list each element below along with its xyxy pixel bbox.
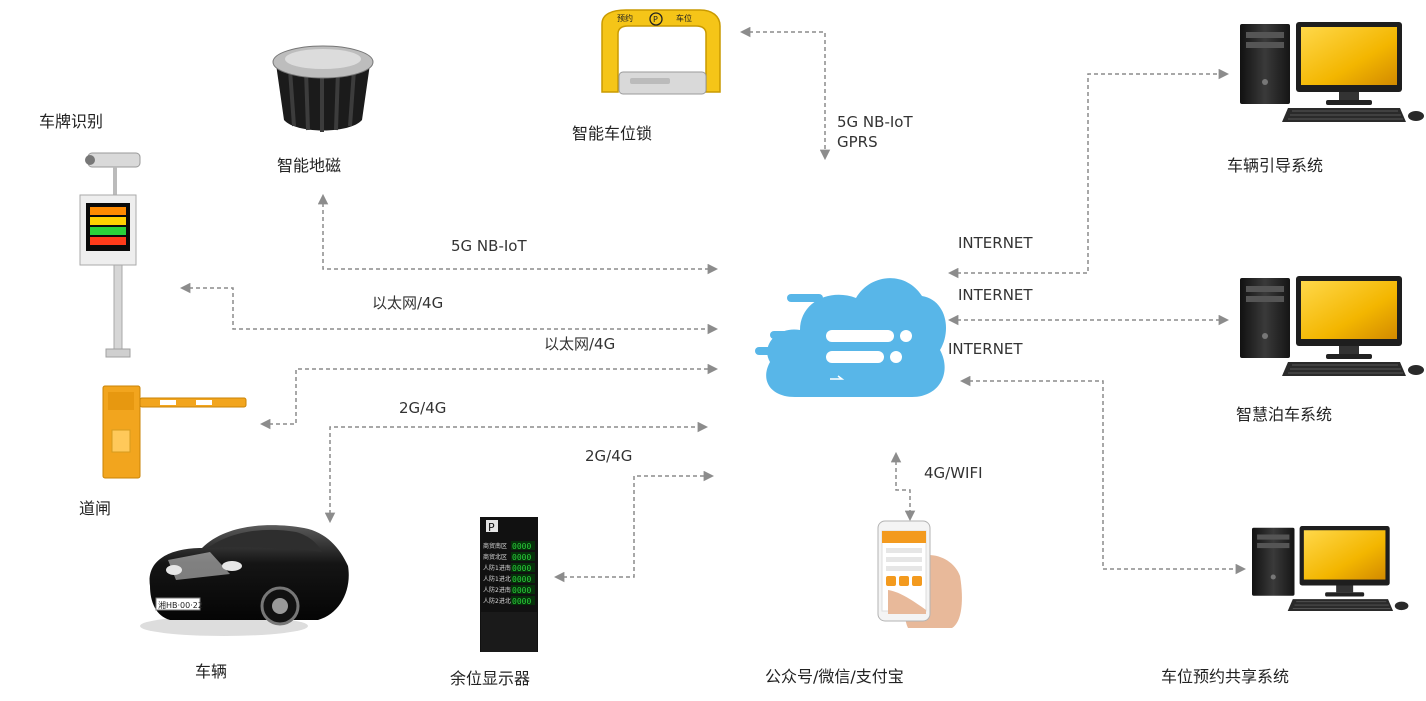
connector-guidance-system xyxy=(947,68,1230,279)
connectors xyxy=(179,26,1247,583)
display-row-name: 人防2进北 xyxy=(483,597,511,605)
svg-text:P: P xyxy=(653,15,658,24)
connector-plate-recognition xyxy=(179,282,719,335)
display-row-name: 商贸北区 xyxy=(483,553,507,561)
link-label-gate: 以太网/4G xyxy=(544,335,616,353)
display-row-led-background xyxy=(511,585,535,594)
connector-mobile xyxy=(890,451,916,522)
computer-reservation-icon xyxy=(1251,525,1409,612)
connector-space-display xyxy=(553,470,715,583)
computer-smart-parking-icon xyxy=(1239,275,1425,377)
connector-parking-lock xyxy=(739,26,831,161)
connector-reservation xyxy=(959,375,1247,575)
link-label-display: 2G/4G xyxy=(585,447,633,465)
cloud-platform-icon xyxy=(755,278,946,397)
barrier-gate-icon xyxy=(102,385,247,479)
label-barrier-gate: 道闸 xyxy=(79,499,112,518)
link-label-plate: 以太网/4G xyxy=(372,294,444,312)
space-display-board-icon: P xyxy=(480,517,538,652)
mobile-phone-icon xyxy=(877,520,962,628)
link-label-mobile: 4G/WIFI xyxy=(924,464,983,482)
display-row-led-background xyxy=(511,574,535,583)
display-row-value: 0000 xyxy=(512,542,531,551)
display-row-value: 0000 xyxy=(512,564,531,573)
label-geomagnetic: 智能地磁 xyxy=(277,156,342,175)
geomagnetic-sensor-icon xyxy=(272,45,374,132)
vehicle-car-icon: 湘HB·00·22 xyxy=(140,525,349,636)
display-row-name: 人防2进南 xyxy=(483,586,511,594)
label-mobile-apps: 公众号/微信/支付宝 xyxy=(765,667,904,686)
svg-text:P: P xyxy=(488,521,495,534)
display-row-value: 0000 xyxy=(512,597,531,606)
display-row-led-background xyxy=(511,541,535,550)
label-smart-parking-system: 智慧泊车系统 xyxy=(1236,405,1333,424)
svg-text:湘HB·00·22: 湘HB·00·22 xyxy=(158,600,203,610)
display-row-led-background xyxy=(511,596,535,605)
label-parking-lock: 智能车位锁 xyxy=(572,124,653,143)
label-plate-recognition: 车牌识别 xyxy=(39,112,104,131)
connector-geomagnetic xyxy=(317,193,719,275)
display-row-led-background xyxy=(511,552,535,561)
label-vehicle: 车辆 xyxy=(195,662,228,681)
link-label-vehicle: 2G/4G xyxy=(399,399,447,417)
computer-guidance-icon xyxy=(1239,21,1425,123)
link-label-lock-2: GPRS xyxy=(837,133,878,151)
display-row-value: 0000 xyxy=(512,586,531,595)
link-label-internet-1: INTERNET xyxy=(958,234,1033,252)
display-row-name: 商贸南区 xyxy=(483,542,507,550)
label-reservation-system: 车位预约共享系统 xyxy=(1161,667,1290,686)
display-row-led-background xyxy=(511,563,535,572)
display-row-name: 人防1进南 xyxy=(483,564,511,572)
display-row-value: 0000 xyxy=(512,575,531,584)
label-space-display: 余位显示器 xyxy=(450,669,531,688)
link-label-geomagnetic: 5G NB-IoT xyxy=(451,237,527,255)
connector-barrier-gate xyxy=(259,363,719,430)
link-label-internet-2: INTERNET xyxy=(958,286,1033,304)
display-row-value: 0000 xyxy=(512,553,531,562)
label-guidance-system: 车辆引导系统 xyxy=(1227,156,1324,175)
connector-vehicle xyxy=(324,421,709,524)
svg-text:车位: 车位 xyxy=(676,13,692,23)
link-label-lock-1: 5G NB-IoT xyxy=(837,113,913,131)
parking-lock-icon: P 预约 车位 xyxy=(601,9,721,95)
svg-text:预约: 预约 xyxy=(617,13,633,23)
plate-recognition-camera-icon xyxy=(79,152,141,358)
display-row-name: 人防1进北 xyxy=(483,575,511,583)
link-label-internet-3: INTERNET xyxy=(948,340,1023,358)
